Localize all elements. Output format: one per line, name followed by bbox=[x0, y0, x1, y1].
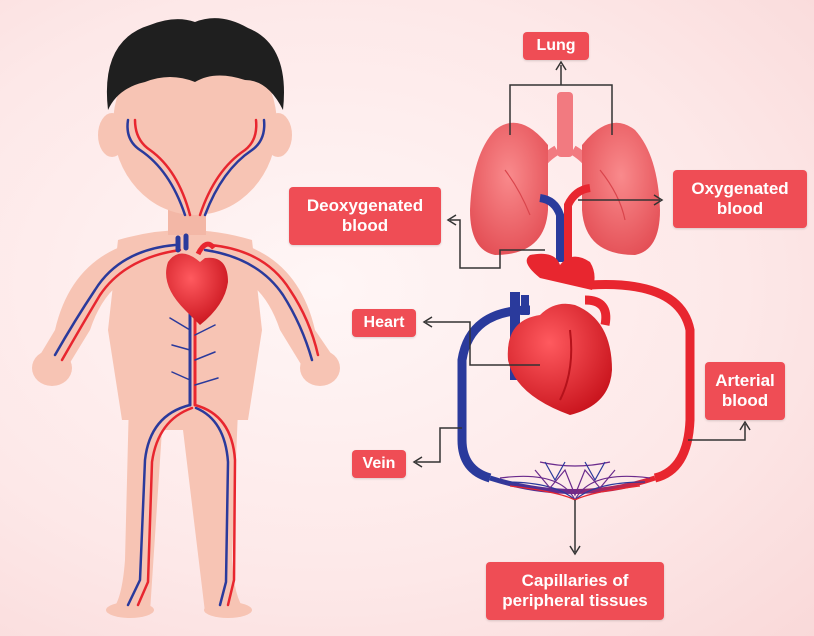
right-hand bbox=[300, 350, 340, 386]
label-deoxygenated-blood: Deoxygenated blood bbox=[289, 187, 441, 245]
label-oxygenated-blood: Oxygenated blood bbox=[673, 170, 807, 228]
label-capillaries: Capillaries of peripheral tissues bbox=[486, 562, 664, 620]
label-heart: Heart bbox=[352, 309, 416, 337]
left-lung bbox=[470, 123, 548, 255]
leader-lines bbox=[414, 62, 750, 554]
label-lung: Lung bbox=[523, 32, 589, 60]
main-heart bbox=[508, 254, 612, 415]
capillary-net bbox=[500, 462, 650, 500]
label-arterial-blood: Arterial blood bbox=[705, 362, 785, 420]
left-foot bbox=[106, 602, 154, 618]
right-lung bbox=[582, 123, 660, 255]
label-vein: Vein bbox=[352, 450, 406, 478]
